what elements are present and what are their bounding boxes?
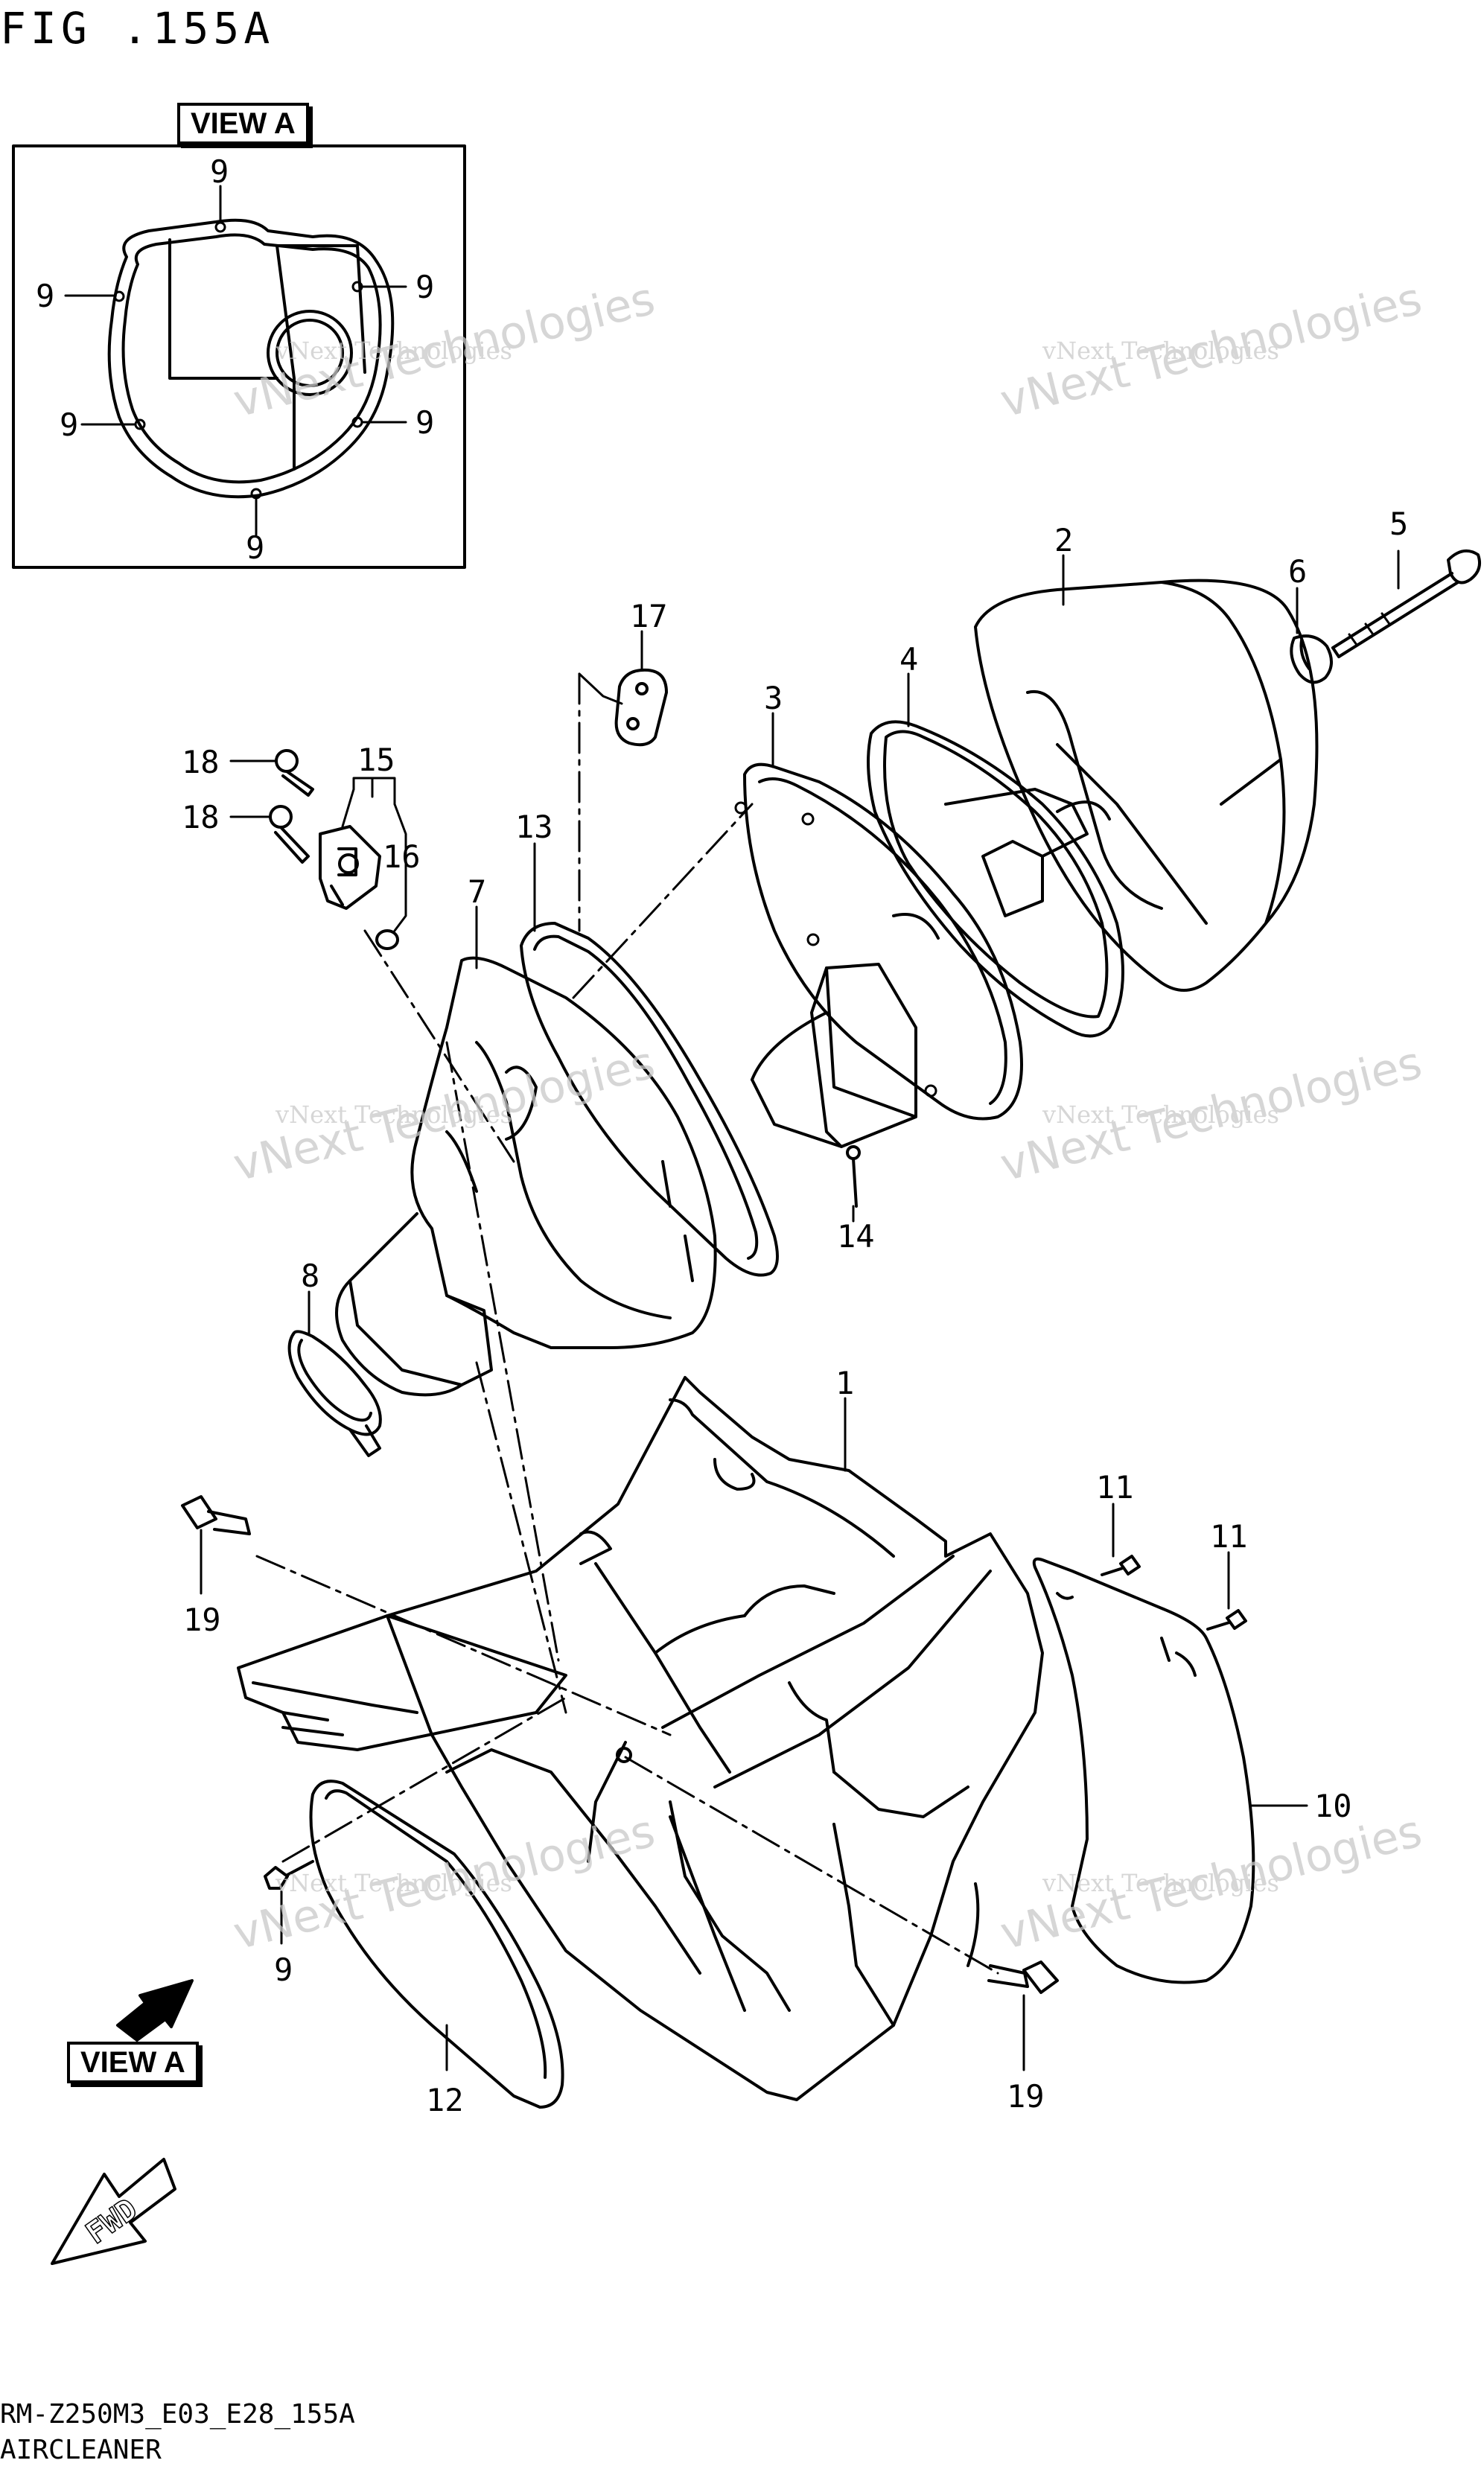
view-a-marker: VIEW A: [67, 2042, 199, 2083]
view-a-callout-9: 9: [210, 153, 229, 190]
view-a-callout-9: 9: [415, 269, 434, 305]
callout-19: 19: [1007, 2078, 1045, 2115]
view-a-callouts: 9 9 9 9 9 9: [36, 153, 434, 566]
watermark-text: vNext Technologies: [1042, 1100, 1279, 1129]
callout-14: 14: [837, 1218, 875, 1255]
part-9-bolt: [264, 1860, 314, 1890]
figure-title: FIG .155A: [0, 3, 275, 54]
intake-snorkel: [237, 1614, 567, 1751]
part-12-gasket: [309, 1780, 564, 2109]
callout-4: 4: [899, 641, 918, 678]
part-5-bolt: [1331, 549, 1481, 658]
assembly-lines: [255, 672, 999, 1975]
part-callouts: 2 5 6 4 3 17 13 15 16 18 18 7 14 8 1 11 …: [182, 506, 1408, 2118]
callout-5: 5: [1389, 506, 1408, 542]
callout-13: 13: [515, 809, 553, 845]
callout-10: 10: [1314, 1788, 1352, 1824]
part-11-screws: [1101, 1555, 1247, 1631]
watermark-text: vNext Technologies: [275, 337, 512, 365]
part-16-o-ring: [375, 929, 399, 950]
callout-leaders: [200, 549, 1400, 2071]
callout-18: 18: [182, 744, 220, 780]
callout-11: 11: [1096, 1469, 1134, 1506]
part-14-pin: [846, 1145, 861, 1208]
callout-7: 7: [468, 873, 486, 910]
callout-1: 1: [835, 1365, 854, 1401]
callout-11: 11: [1210, 1518, 1248, 1555]
view-a-frame: [12, 144, 466, 569]
watermark-text: vNext Technologies: [1042, 337, 1279, 365]
figure-name: AIRCLEANER: [0, 2435, 162, 2465]
view-a-callout-9: 9: [415, 404, 434, 441]
part-3-cage: [743, 762, 1023, 1148]
view-a-leader-lines: [64, 185, 407, 536]
part-15-sensor: [319, 825, 381, 910]
callout-15: 15: [357, 742, 395, 778]
callout-3: 3: [764, 680, 783, 716]
view-a-callout-9: 9: [246, 529, 264, 566]
fwd-arrow: [51, 2158, 176, 2265]
view-a-arrow: [116, 1979, 194, 2042]
callout-6: 6: [1288, 553, 1307, 590]
part-17-plate: [614, 668, 668, 747]
view-a-callout-9: 9: [36, 278, 54, 314]
callout-18: 18: [182, 799, 220, 835]
watermark-group: vNext Technologies vNext Technologies vN…: [229, 273, 1427, 1960]
callout-17: 17: [630, 598, 668, 634]
part-3-studs: [734, 801, 937, 1098]
view-a-title: VIEW A: [177, 103, 309, 144]
part-2-cap: [974, 579, 1319, 992]
view-a-housing-outline: [107, 218, 395, 499]
part-4-filter: [867, 720, 1124, 1038]
callout-9: 9: [274, 1952, 293, 1988]
part-8-clamp: [287, 1330, 382, 1457]
callout-12: 12: [426, 2082, 464, 2118]
part-10-cover: [1032, 1557, 1255, 1984]
view-a-callout-9: 9: [60, 407, 78, 443]
part-6-ring: [1290, 634, 1333, 684]
callout-19: 19: [183, 1602, 221, 1638]
part-18-screws: [269, 749, 314, 864]
watermark-text: vNext Technologies: [275, 1869, 512, 1897]
callout-8: 8: [301, 1258, 319, 1294]
watermark-text: vNext Technologies: [275, 1100, 512, 1129]
part-1-airbox: [386, 1376, 1044, 2101]
part-13-gasket: [520, 922, 779, 1277]
part-19-bolts: [181, 1495, 1059, 1994]
part-7-duct: [335, 956, 717, 1397]
figure-code: RM-Z250M3_E03_E28_155A: [0, 2399, 355, 2430]
watermark-text: vNext Technologies: [1042, 1869, 1279, 1897]
callout-2: 2: [1054, 522, 1073, 558]
callout-16: 16: [383, 838, 421, 875]
